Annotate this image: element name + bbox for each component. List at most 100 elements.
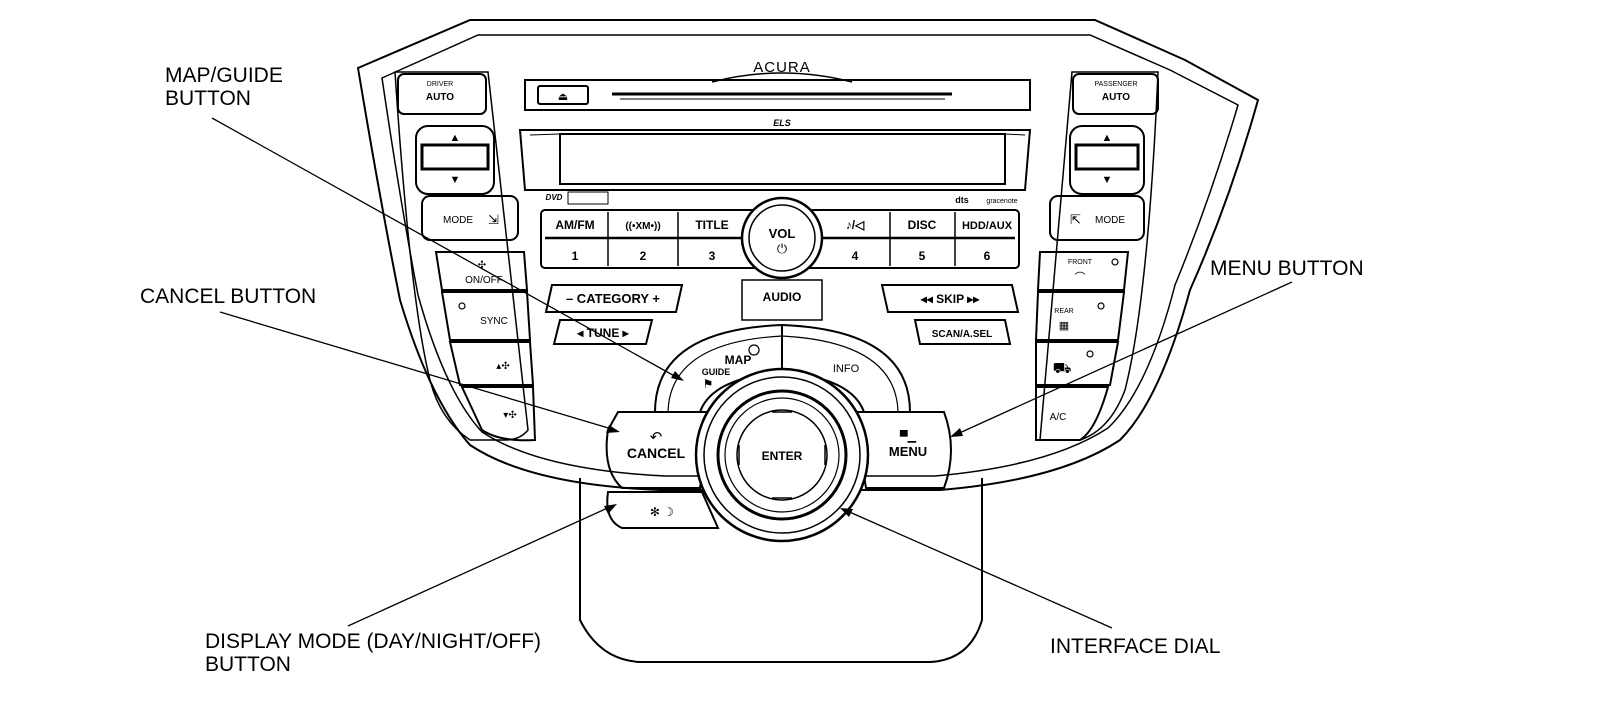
preset-label: HDD/AUX: [962, 220, 1013, 232]
fan-on-off-button[interactable]: [434, 251, 529, 291]
map-guide-callout-line2: BUTTON: [165, 87, 251, 110]
driver-auto-label: AUTO: [426, 92, 454, 103]
interface-dial-arrow: [840, 508, 853, 517]
enter-label: ENTER: [762, 449, 803, 463]
rear-defrost-button[interactable]: [1034, 291, 1126, 341]
cancel-leader: [219, 311, 616, 431]
enter-button[interactable]: [736, 409, 828, 501]
map-guide-callout-line1: MAP/GUIDE: [165, 64, 283, 87]
on-off-label: ON/OFF: [465, 275, 503, 286]
map-label: MAP: [725, 353, 752, 367]
interface-dial-leader: [844, 509, 1113, 629]
inner-bezel: [381, 34, 1239, 477]
dvd-logo: DVD: [546, 193, 563, 202]
driver-mode-label: MODE: [443, 215, 473, 226]
interface-dial[interactable]: [694, 367, 870, 543]
vol-label: VOL: [769, 226, 796, 241]
passenger-mode-button[interactable]: [1049, 195, 1145, 241]
passenger-label: PASSENGER: [1094, 81, 1137, 88]
preset-button[interactable]: ((•XM•)) 2: [625, 221, 660, 263]
fan-down-button[interactable]: [460, 386, 537, 442]
display-mode-leader: [347, 505, 613, 627]
power-icon: ⏻: [777, 241, 787, 256]
preset-button[interactable]: DISC 5: [908, 218, 937, 263]
category-button[interactable]: [544, 284, 684, 313]
passenger-mode-icon: ⇱: [1070, 212, 1081, 227]
tune-label: ◂ TUNE ▸: [576, 326, 629, 340]
disc-slot-frame: [524, 79, 1031, 111]
navigation-cluster: MAP GUIDE ⚑ INFO ↶ CANCEL ▀▁ MENU ENTER: [605, 323, 952, 543]
passenger-temp-down-icon: ▼: [1102, 174, 1113, 186]
menu-button[interactable]: [852, 411, 952, 489]
preset-number: 3: [709, 249, 716, 263]
display-mode-arrow: [604, 504, 617, 514]
preset-number: 1: [572, 249, 579, 263]
preset-button[interactable]: AM/FM 1: [555, 218, 594, 263]
interface-dial-callout: INTERFACE DIAL: [1050, 635, 1221, 658]
lower-bezel: [579, 478, 983, 663]
recirculation-button[interactable]: [1035, 341, 1120, 386]
front-defrost-button[interactable]: [1036, 251, 1130, 291]
passenger-temp-up-icon: ▲: [1102, 132, 1113, 144]
rear-defrost-icon: ▦: [1059, 320, 1069, 332]
dts-logo: dts: [955, 195, 969, 205]
menu-callout: MENU BUTTON: [1210, 257, 1364, 280]
sync-label: SYNC: [480, 316, 508, 327]
passenger-auto-label: AUTO: [1102, 92, 1130, 103]
map-guide-arrow: [671, 371, 684, 381]
driver-mode-icon: ⇲: [488, 212, 499, 227]
preset-button[interactable]: HDD/AUX 6: [962, 220, 1013, 263]
passenger-auto-button[interactable]: [1072, 73, 1159, 115]
volume-knob[interactable]: [740, 196, 824, 280]
passenger-temp-rocker[interactable]: [1069, 125, 1145, 195]
audio-button[interactable]: [741, 279, 823, 321]
skip-button[interactable]: [880, 284, 1020, 313]
preset-button[interactable]: ♪/◁ 4: [846, 218, 865, 263]
preset-label: DISC: [908, 218, 937, 232]
skip-label: ◂◂ SKIP ▸▸: [920, 292, 981, 306]
display-mode-button[interactable]: [606, 491, 720, 529]
ac-button[interactable]: [1035, 386, 1110, 441]
preset-button[interactable]: TITLE 3: [695, 218, 728, 263]
fan-up-button[interactable]: [448, 341, 535, 386]
guide-flag-icon: ⚑: [703, 377, 714, 391]
driver-mode-button[interactable]: [421, 195, 519, 241]
passenger-mode-label: MODE: [1095, 215, 1125, 226]
map-indicator: [748, 344, 760, 356]
recirculation-icon: ⛟: [1053, 360, 1072, 377]
map-guide-callout: MAP/GUIDE BUTTON: [165, 64, 283, 110]
tune-button[interactable]: [552, 319, 654, 345]
cancel-button[interactable]: [605, 411, 712, 489]
cancel-arrow: [606, 425, 620, 433]
scan-button[interactable]: [913, 319, 1012, 345]
category-label: – CATEGORY +: [566, 291, 660, 306]
driver-temp-rocker[interactable]: [415, 125, 495, 195]
fan-down-icon: ▾✣: [503, 410, 516, 421]
recirculation-indicator: [1086, 350, 1094, 358]
brand-logo: ACURA: [753, 59, 811, 76]
preset-label: TITLE: [695, 218, 728, 232]
display-mode-callout-line2: BUTTON: [205, 653, 291, 676]
cancel-back-icon: ↶: [650, 429, 663, 446]
fan-up-icon: ▴✣: [496, 361, 509, 372]
eject-button[interactable]: [537, 85, 589, 105]
preset-number: 6: [984, 249, 991, 263]
sync-indicator: [458, 302, 466, 310]
menu-leader: [954, 281, 1293, 436]
preset-number: 2: [640, 249, 647, 263]
preset-number: 4: [852, 249, 859, 263]
menu-icon: ▀▁: [900, 429, 917, 443]
disc-slot-area: ACURA ⏏ ELS: [524, 59, 1031, 128]
menu-arrow: [950, 428, 963, 437]
callout-leaders: [211, 117, 1293, 629]
driver-auto-button[interactable]: [397, 73, 487, 115]
sync-button[interactable]: [440, 291, 532, 341]
front-defrost-icon: ⌒: [1075, 271, 1086, 284]
ac-label: A/C: [1050, 412, 1067, 423]
preset-number: 5: [919, 249, 926, 263]
cancel-label: CANCEL: [627, 445, 686, 461]
driver-climate-panel: DRIVER AUTO ▲ ▼ MODE ⇲ ✣ ON/OFF SYNC ▴✣ …: [394, 71, 537, 442]
info-label: INFO: [833, 363, 860, 375]
audio-label: AUDIO: [763, 290, 802, 304]
